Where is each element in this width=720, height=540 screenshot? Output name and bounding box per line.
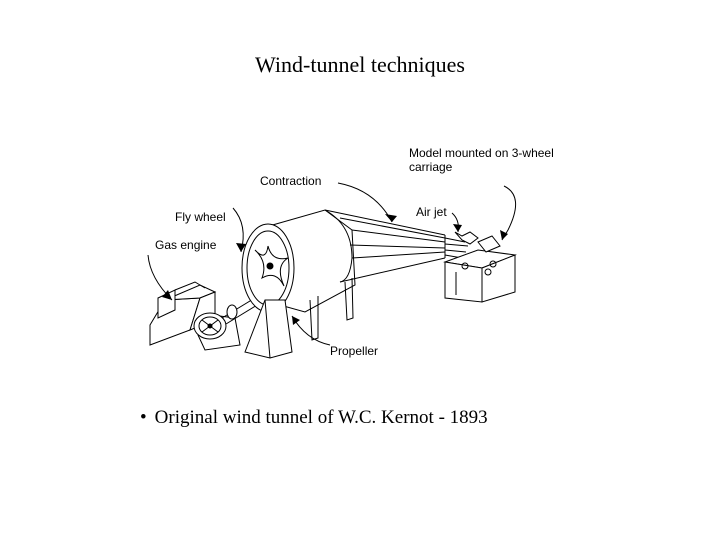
- arrow-heads: [162, 214, 508, 325]
- air-jet-drawing: [444, 231, 479, 259]
- bullet-text: Original wind tunnel of W.C. Kernot - 18…: [154, 407, 488, 428]
- label-model-carriage: Model mounted on 3-wheel carriage: [409, 146, 554, 174]
- label-fly-wheel: Fly wheel: [175, 210, 226, 224]
- tunnel-supports-drawing: [244, 277, 354, 359]
- carriage-drawing: [443, 235, 517, 303]
- slide-title: Wind-tunnel techniques: [255, 52, 465, 77]
- tunnel-cylinder-drawing: [241, 209, 356, 313]
- label-gas-engine: Gas engine: [155, 238, 217, 252]
- fly-wheel-drawing: [193, 312, 241, 351]
- label-propeller: Propeller: [330, 344, 379, 358]
- contraction-drawing: [324, 209, 446, 283]
- label-air-jet: Air jet: [416, 205, 447, 219]
- bullet-item: • Original wind tunnel of W.C. Kernot - 1…: [140, 407, 488, 429]
- bullet-marker: •: [140, 407, 147, 428]
- label-contraction: Contraction: [260, 174, 322, 188]
